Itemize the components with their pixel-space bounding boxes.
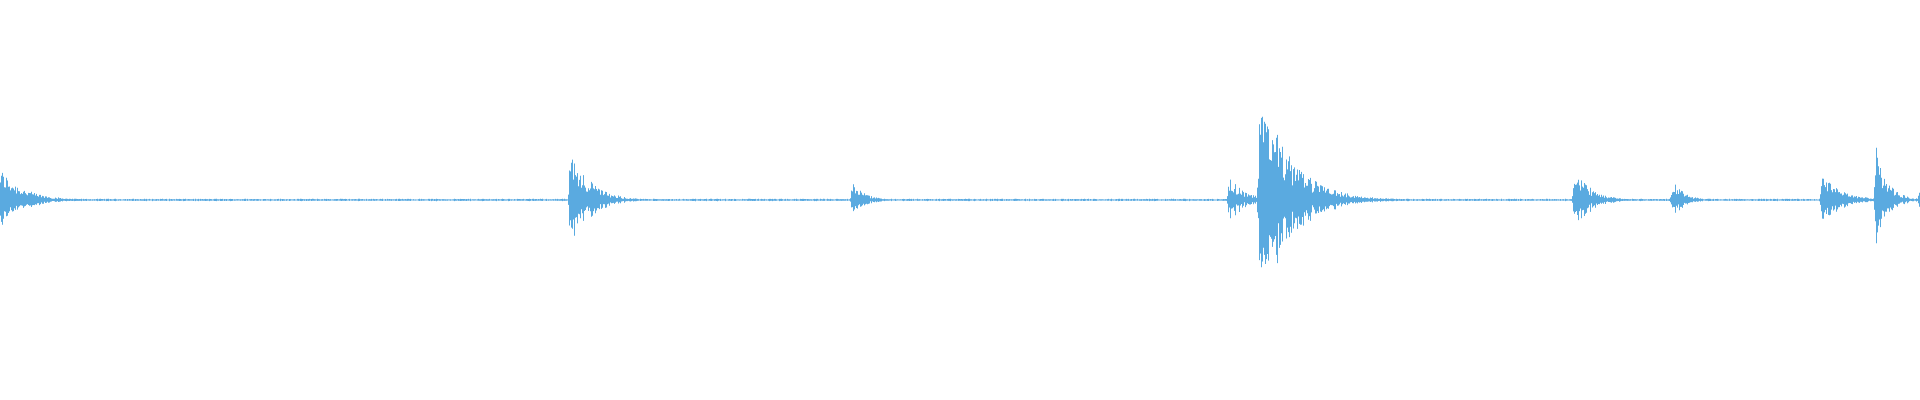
waveform-envelope bbox=[0, 116, 1920, 268]
